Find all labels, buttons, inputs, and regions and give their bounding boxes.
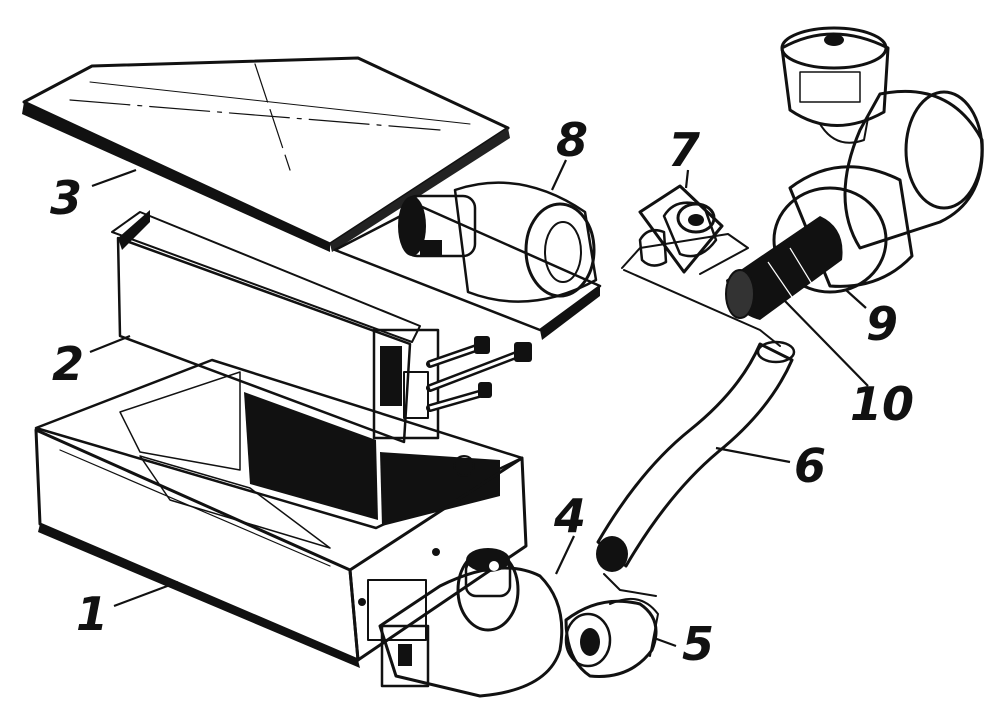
callout-4: 4	[553, 489, 586, 543]
leader-9	[845, 289, 867, 309]
leader-6	[715, 446, 791, 464]
flexible-hose	[596, 233, 796, 597]
air-filter-assembly	[725, 26, 984, 320]
callout-labels: 1 2 3 4 5 6 7 8 9 10	[50, 113, 914, 671]
blower-upper	[333, 181, 602, 340]
callout-10: 10	[850, 377, 914, 431]
inlet-elbow	[564, 597, 659, 678]
leader-2	[89, 334, 131, 354]
leader-8	[551, 159, 567, 191]
housing-box	[34, 358, 528, 668]
leader-7	[684, 169, 690, 189]
leader-5	[653, 636, 677, 648]
leader-lines	[89, 159, 869, 648]
callout-9: 9	[866, 297, 898, 351]
callout-8: 8	[556, 113, 588, 167]
callout-1: 1	[76, 587, 108, 641]
leader-1	[113, 580, 179, 608]
blower-lower	[378, 548, 564, 698]
callout-6: 6	[794, 439, 826, 493]
leader-3	[91, 168, 137, 188]
callout-3: 3	[50, 171, 82, 225]
heater-core	[111, 210, 532, 444]
leader-10	[783, 299, 869, 387]
callout-2: 2	[52, 337, 84, 391]
leader-4	[555, 535, 575, 575]
callout-5: 5	[682, 617, 714, 671]
callout-7: 7	[668, 123, 700, 177]
cover-panel	[22, 56, 510, 252]
flange-adapter	[638, 184, 724, 274]
